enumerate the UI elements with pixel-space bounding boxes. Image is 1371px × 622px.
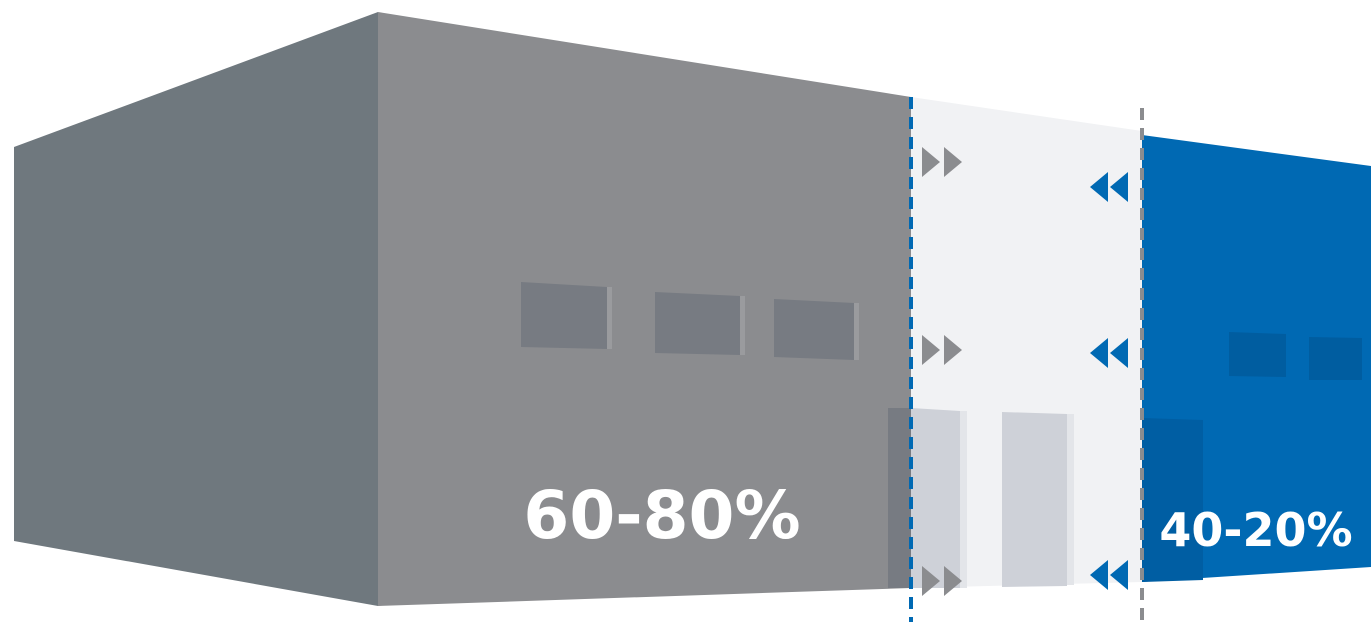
door (1067, 414, 1074, 585)
transition-zone (911, 97, 1142, 588)
double-chevron-left-icon (1090, 172, 1128, 202)
gray-wall-section (378, 12, 911, 606)
door (1002, 412, 1067, 587)
door (960, 411, 967, 588)
gray-wall-windows (521, 282, 859, 360)
double-chevron-left-icon (1090, 560, 1128, 590)
door (888, 408, 911, 588)
door (911, 408, 960, 588)
double-chevron-right-icon (922, 566, 962, 596)
window (521, 282, 607, 349)
double-chevron-left-icon (1090, 338, 1128, 368)
window (1309, 337, 1362, 380)
left-share-label: 60-80% (523, 477, 800, 554)
building-side-wall (14, 12, 378, 606)
window (854, 303, 859, 360)
window (774, 299, 854, 360)
blue-door (1142, 418, 1203, 582)
double-chevron-right-icon (922, 335, 962, 365)
right-share-label: 40-20% (1159, 503, 1352, 557)
window (1229, 332, 1286, 377)
window (740, 296, 745, 355)
window (655, 292, 740, 355)
double-chevron-right-icon (922, 147, 962, 177)
window (607, 287, 612, 349)
